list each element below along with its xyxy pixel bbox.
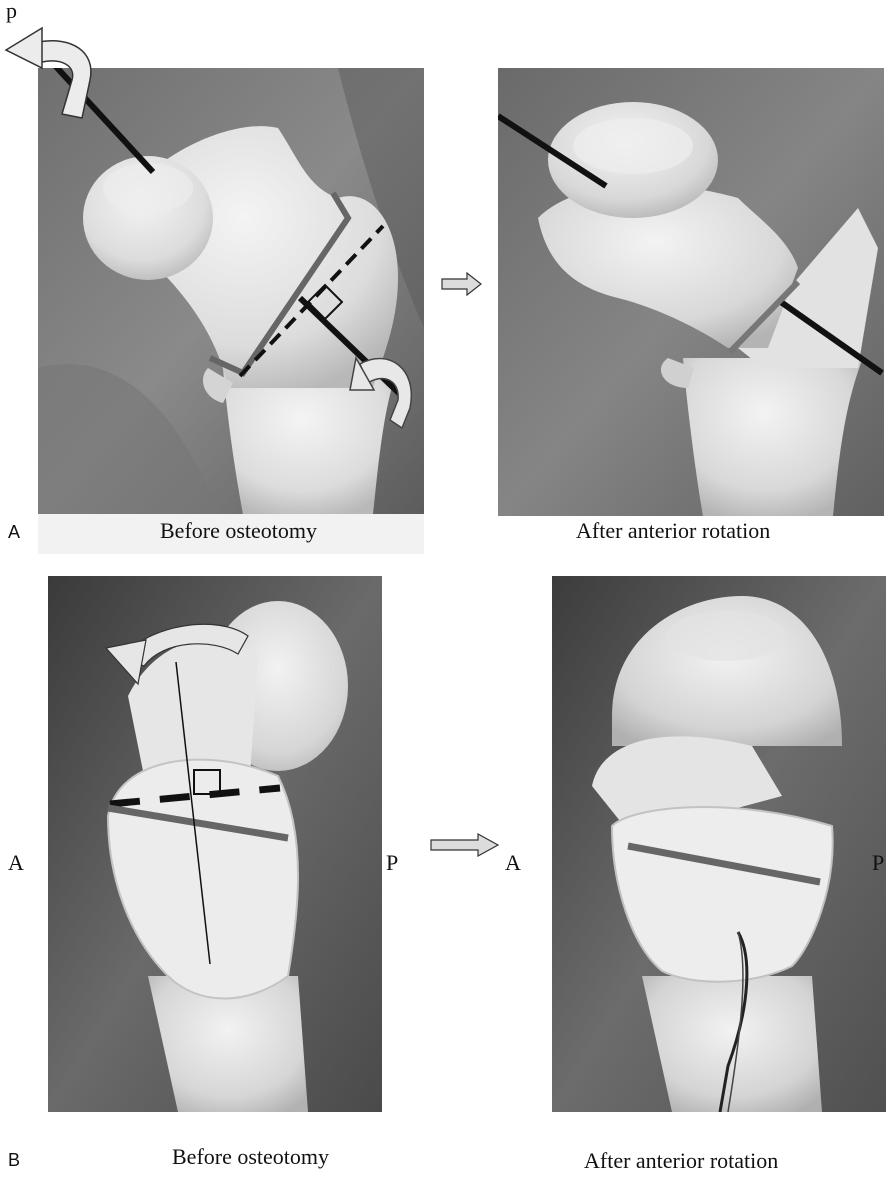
photo-b-before bbox=[48, 576, 382, 1112]
panel-letter-a: A bbox=[8, 522, 20, 543]
photo-b-after bbox=[552, 576, 886, 1112]
caption-a-before: Before osteotomy bbox=[160, 518, 317, 544]
label-posterior-before: P bbox=[386, 850, 398, 876]
rotation-arrow-icon bbox=[2, 22, 98, 120]
label-anterior-before: A bbox=[8, 850, 24, 876]
caption-b-before: Before osteotomy bbox=[172, 1144, 329, 1170]
panel-letter-b: B bbox=[8, 1150, 20, 1171]
photo-a-before bbox=[38, 68, 424, 514]
label-posterior-after: P bbox=[872, 850, 884, 876]
label-anterior-after: A bbox=[505, 850, 521, 876]
right-arrow-icon bbox=[430, 833, 500, 857]
corner-label-p: p bbox=[6, 0, 17, 24]
caption-b-after: After anterior rotation bbox=[584, 1148, 778, 1174]
photo-a-after bbox=[498, 68, 884, 516]
right-arrow-icon bbox=[441, 272, 483, 296]
caption-a-after: After anterior rotation bbox=[576, 518, 770, 544]
